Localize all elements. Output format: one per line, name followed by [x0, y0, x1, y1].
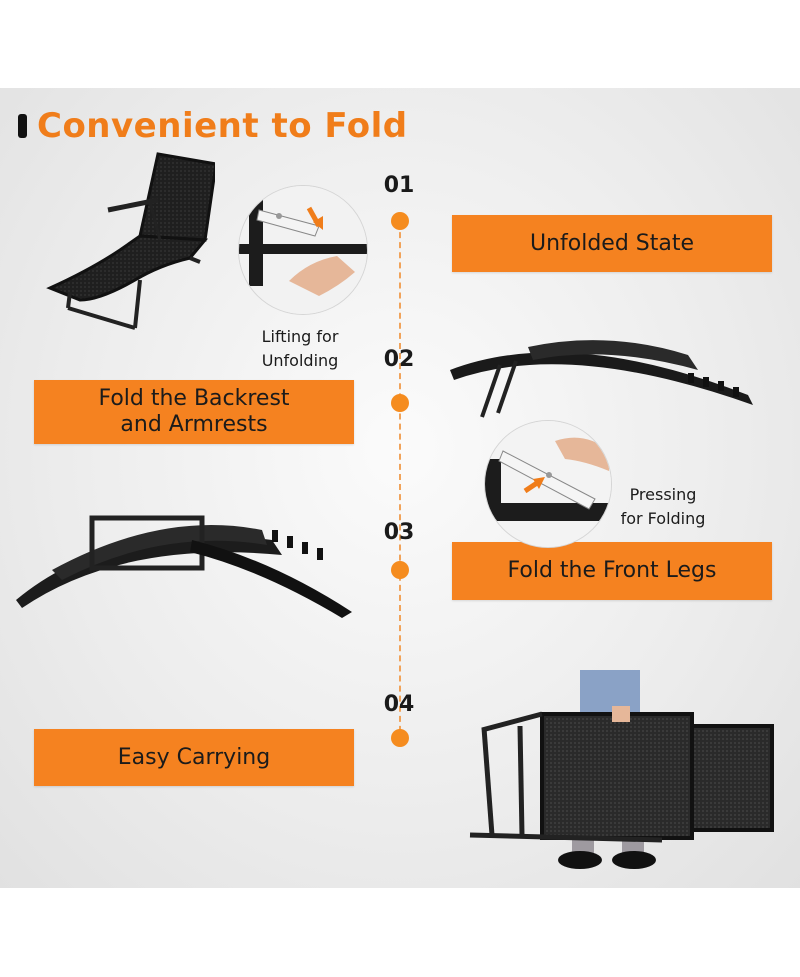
lifting-caption-line1: Lifting for: [261, 327, 339, 346]
timeline-dashed-line: [399, 222, 401, 742]
timeline-dot-04: [391, 729, 409, 747]
carrying-image: [469, 670, 774, 869]
folded-front-legs-image: [16, 515, 352, 618]
lifting-detail-image: [238, 185, 368, 315]
step-02-label-line2: and Armrests: [120, 412, 268, 437]
step-04-label-box: Easy Carrying: [34, 729, 354, 786]
step-03-label-box: Fold the Front Legs: [452, 542, 772, 600]
pressing-caption-line2: for Folding: [620, 509, 706, 528]
lifting-caption: Lifting for Unfolding: [240, 325, 360, 373]
pressing-detail-image: [484, 420, 612, 548]
step-03-label: Fold the Front Legs: [507, 558, 717, 583]
step-number-04: 04: [383, 692, 415, 717]
lifting-caption-line2: Unfolding: [261, 351, 339, 370]
step-number-02: 02: [383, 347, 415, 372]
timeline-dot-03: [391, 561, 409, 579]
timeline-dot-02: [391, 394, 409, 412]
pressing-caption: Pressing for Folding: [598, 483, 728, 531]
step-01-label-box: Unfolded State: [452, 215, 772, 272]
step-01-label: Unfolded State: [529, 230, 695, 256]
timeline-dot-01: [391, 212, 409, 230]
page-title: Convenient to Fold: [18, 106, 408, 146]
title-bar-icon: [18, 114, 27, 138]
page-title-text: Convenient to Fold: [37, 106, 408, 146]
pressing-caption-line1: Pressing: [629, 485, 697, 504]
step-02-label-box: Fold the Backrest and Armrests: [34, 380, 354, 444]
step-02-label-line1: Fold the Backrest: [98, 386, 290, 411]
step-number-03: 03: [383, 520, 415, 545]
step-04-label: Easy Carrying: [117, 744, 271, 770]
folded-backrest-image: [450, 340, 753, 418]
step-number-01: 01: [383, 173, 415, 198]
unfolded-chair-image: [46, 152, 215, 330]
